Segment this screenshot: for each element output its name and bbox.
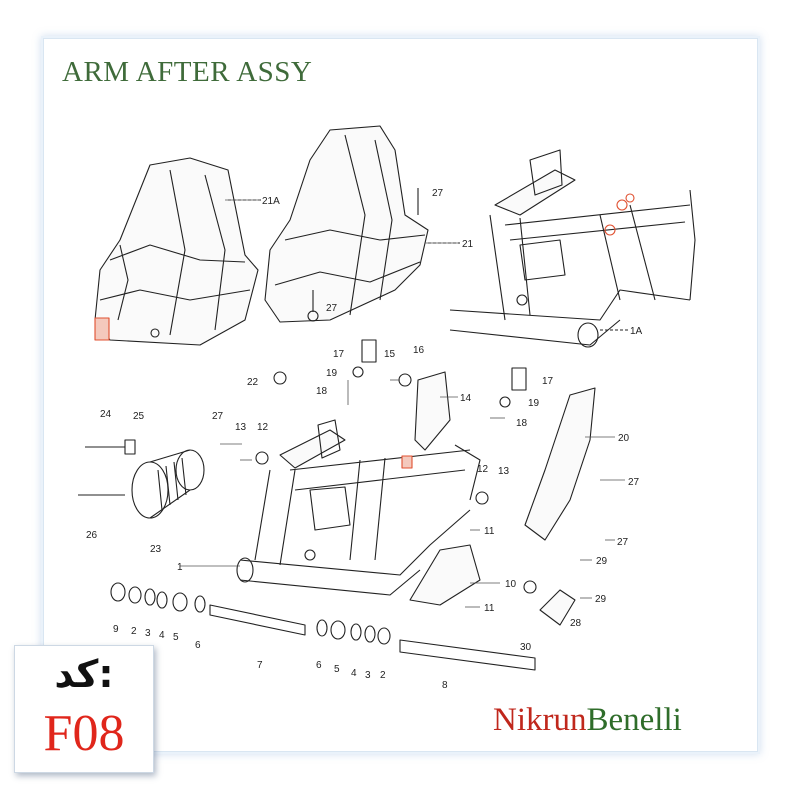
axle-7 (209, 604, 306, 636)
brand-part-2: Benelli (586, 702, 682, 738)
callout-18a: 18 (316, 386, 328, 397)
callout-23: 23 (150, 544, 162, 555)
callout-5b: 5 (334, 664, 340, 675)
axle-8 (399, 639, 536, 671)
callout-13b: 13 (498, 466, 510, 477)
nut-19b (499, 396, 511, 408)
callout-10: 10 (505, 579, 517, 590)
plate-28 (539, 589, 576, 626)
callout-27e: 27 (617, 537, 629, 548)
callout-30: 30 (520, 642, 532, 653)
callout-27c: 27 (212, 411, 224, 422)
nut-30 (523, 580, 537, 594)
callout-1a: 1A (630, 326, 643, 337)
callout-4a: 4 (159, 630, 165, 641)
plate-14 (414, 371, 451, 451)
callout-12b: 12 (477, 464, 489, 475)
shock-absorber-23 (131, 449, 205, 519)
callout-8: 8 (442, 680, 448, 691)
callout-13a: 13 (235, 422, 247, 433)
callout-6b: 6 (316, 660, 322, 671)
guard-20 (524, 387, 596, 541)
bearing-set-right (316, 619, 391, 645)
callout-4b: 4 (351, 668, 357, 679)
callout-16: 16 (413, 345, 425, 356)
callout-17a: 17 (333, 349, 345, 360)
callout-7: 7 (257, 660, 263, 671)
callout-1: 1 (177, 562, 183, 573)
code-label: کد: (54, 652, 114, 696)
brand-logo: NikrunBenelli (493, 702, 682, 739)
callout-2b: 2 (380, 670, 386, 681)
callout-6a: 6 (195, 640, 201, 651)
callout-20: 20 (618, 433, 630, 444)
catalog-card (43, 38, 758, 752)
callout-26: 26 (86, 530, 98, 541)
callout-14: 14 (460, 393, 472, 404)
spacer-16 (398, 373, 412, 387)
frame-1a (449, 149, 696, 348)
block-17b (511, 367, 527, 391)
brand-part-1: Nikrun (493, 702, 587, 738)
block-17a (361, 339, 377, 363)
washer-12a (255, 451, 269, 465)
cover-21 (264, 125, 460, 323)
callout-24: 24 (100, 409, 112, 420)
nut-19a (352, 366, 364, 378)
callout-28: 28 (570, 618, 582, 629)
callout-12a: 12 (257, 422, 269, 433)
callout-25: 25 (133, 411, 145, 422)
bearing-set-left (110, 582, 206, 613)
callout-27b: 27 (326, 303, 338, 314)
code-value: F08 (43, 705, 125, 762)
bracket-10 (409, 544, 481, 606)
callout-11b: 11 (484, 603, 495, 614)
callout-3b: 3 (365, 670, 371, 681)
callout-19b: 19 (528, 398, 540, 409)
callout-27a: 27 (432, 188, 444, 199)
main-frame-1 (236, 419, 481, 596)
callout-19a: 19 (326, 368, 338, 379)
code-box: کد: F08 (14, 645, 154, 773)
callout-29a: 29 (596, 556, 608, 567)
callout-15: 15 (384, 349, 396, 360)
page-title: ARM AFTER ASSY (62, 56, 313, 88)
callout-18b: 18 (516, 418, 528, 429)
callout-5a: 5 (173, 632, 179, 643)
callout-21: 21 (462, 239, 474, 250)
callout-29b: 29 (595, 594, 607, 605)
callout-27d: 27 (628, 477, 640, 488)
callout-labels: 21A 21 27 27 1A 17 15 16 22 19 18 14 17 … (86, 188, 643, 691)
callout-17b: 17 (542, 376, 554, 387)
callout-3a: 3 (145, 628, 151, 639)
cover-21a (94, 157, 262, 346)
callout-21a: 21A (262, 196, 280, 207)
callout-11a: 11 (484, 526, 495, 537)
callout-2a: 2 (131, 626, 137, 637)
nut-25 (124, 439, 136, 455)
clip-22 (273, 371, 287, 385)
callout-9: 9 (113, 624, 119, 635)
washer-12b (475, 491, 489, 505)
callout-22: 22 (247, 377, 259, 388)
